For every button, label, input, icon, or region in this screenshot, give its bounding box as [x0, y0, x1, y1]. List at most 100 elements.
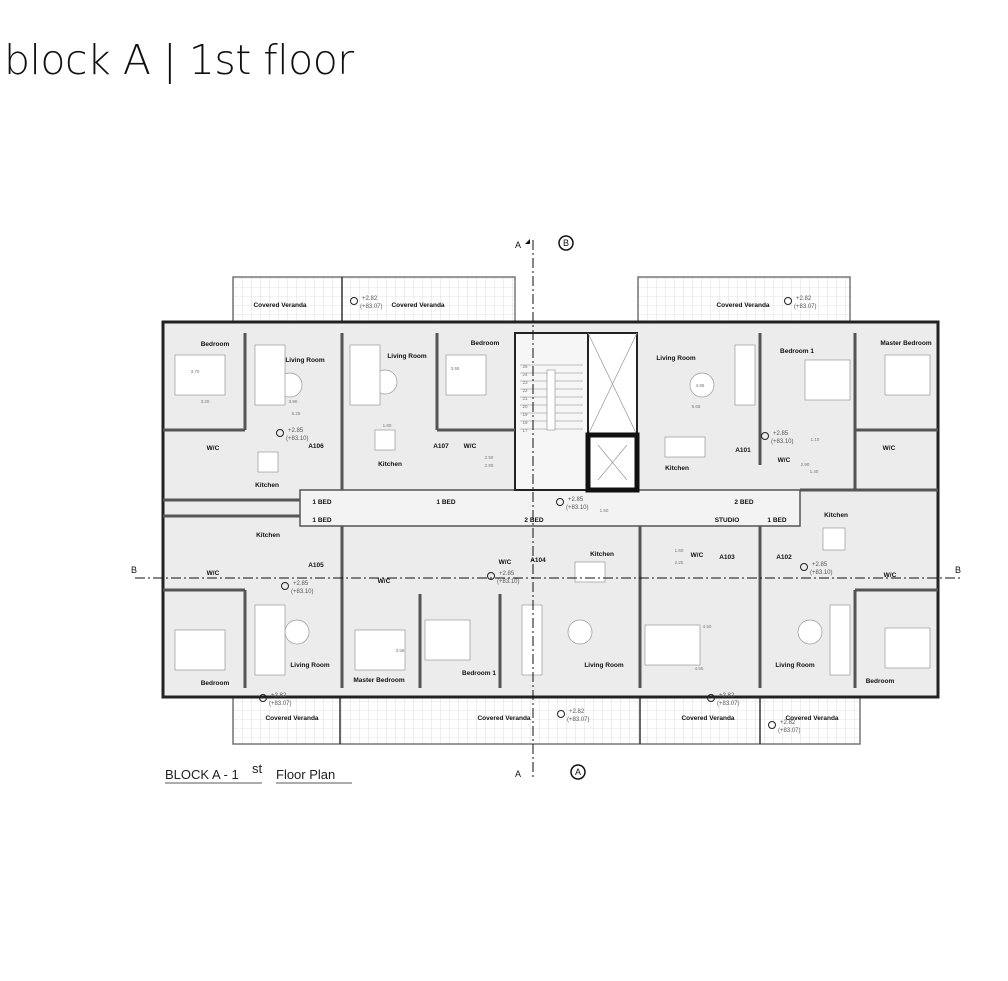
- svg-text:+2.85: +2.85: [288, 428, 304, 434]
- dimension: 4.55: [695, 666, 704, 671]
- dimension: 2.90: [801, 462, 810, 467]
- unit-type-tag: 1 BED: [312, 499, 331, 506]
- dimension: 3.70: [191, 369, 200, 374]
- room-label: Covered Veranda: [265, 715, 318, 722]
- unit-a102: A102: [776, 554, 792, 561]
- level-markers: +2.82 (+83.07) +2.82 (+83.07) +2.85 (+83.10…: [259, 296, 833, 734]
- svg-text:+2.82: +2.82: [780, 720, 796, 726]
- room-label: Living Room: [656, 355, 696, 362]
- room-label: Kitchen: [590, 551, 614, 558]
- unit-labels: A106 A107 A101 A105 A104 A103 A102 1 BED…: [308, 443, 792, 569]
- svg-text:(+83.10): (+83.10): [286, 436, 309, 442]
- svg-text:17: 17: [522, 428, 528, 433]
- room-label: Kitchen: [378, 461, 402, 468]
- dimension: 2.80: [485, 463, 494, 468]
- room-label: Covered Veranda: [716, 302, 769, 309]
- level-marker: +2.85 (+83.10): [276, 428, 309, 442]
- section-lines: [135, 240, 962, 780]
- svg-text:+2.82: +2.82: [271, 693, 287, 699]
- room-label: Master Bedroom: [353, 677, 405, 684]
- section-markers: A B A A B B: [131, 235, 961, 780]
- svg-text:+2.85: +2.85: [812, 562, 828, 568]
- svg-text:(+83.10): (+83.10): [771, 439, 794, 445]
- room-label: Kitchen: [824, 512, 848, 519]
- room-label: Living Room: [285, 357, 325, 364]
- svg-text:(+83.07): (+83.07): [717, 701, 740, 707]
- svg-text:19: 19: [522, 412, 528, 417]
- room-label: W/C: [378, 578, 391, 585]
- level-marker: +2.82 (+83.07): [768, 720, 801, 734]
- unit-type-tag: 2 BED: [734, 499, 753, 506]
- level-marker: +2.82(+83.07): [707, 693, 740, 707]
- dimension: 1.50: [600, 508, 609, 513]
- caption-main: BLOCK A - 1: [165, 767, 239, 782]
- stair-step-numbers: 25 24 23 22 21 20 19 18 17: [522, 364, 528, 433]
- svg-text:(+83.07): (+83.07): [360, 304, 383, 310]
- section-a-bottom-label: A: [515, 769, 521, 779]
- unit-type-tag: 1 BED: [312, 517, 331, 524]
- level-marker: +2.85 (+83.10): [800, 562, 833, 576]
- level-marker: +2.85(+83.10): [556, 497, 589, 511]
- room-label: W/C: [778, 457, 791, 464]
- dimension: 5.65: [692, 404, 701, 409]
- room-label: Covered Veranda: [785, 715, 838, 722]
- unit-type-tag: 2 BED: [524, 517, 543, 524]
- room-label: Bedroom: [201, 341, 230, 348]
- dimension: 2.25: [675, 560, 684, 565]
- grid-bubble-b-label: B: [563, 238, 569, 248]
- svg-text:+2.85: +2.85: [293, 581, 309, 587]
- grid-bubble-a: [570, 764, 586, 780]
- room-label: W/C: [207, 445, 220, 452]
- unit-a103: A103: [719, 554, 735, 561]
- dimension: 1.80: [383, 423, 392, 428]
- section-b-left-label: B: [131, 565, 137, 575]
- level-marker: +2.82(+83.07): [259, 693, 292, 707]
- svg-text:(+83.10): (+83.10): [566, 505, 589, 511]
- level-marker: +2.85 (+83.10): [281, 581, 314, 595]
- room-label: Living Room: [775, 662, 815, 669]
- caption-superscript: st: [252, 761, 263, 776]
- unit-a101: A101: [735, 447, 751, 454]
- dimension: 4.50: [703, 624, 712, 629]
- dimensions: 3.70 3.20 3.90 6.25 3.55 2.50 2.80 1.80 …: [191, 366, 820, 671]
- level-marker: +2.85(+83.10): [487, 571, 520, 585]
- svg-text:(+83.07): (+83.07): [778, 728, 801, 734]
- room-label: W/C: [499, 559, 512, 566]
- room-labels: Covered Veranda Covered Veranda Covered …: [201, 302, 932, 722]
- svg-text:+2.85: +2.85: [773, 431, 789, 437]
- svg-text:+2.82: +2.82: [796, 296, 812, 302]
- svg-text:(+83.07): (+83.07): [567, 717, 590, 723]
- unit-a106: A106: [308, 443, 324, 450]
- dimension: 1.10: [811, 437, 820, 442]
- dimension: 1.60: [675, 548, 684, 553]
- room-label: Living Room: [387, 353, 427, 360]
- svg-text:23: 23: [522, 380, 528, 385]
- dimension: 1.40: [810, 469, 819, 474]
- svg-text:18: 18: [522, 420, 528, 425]
- svg-text:(+83.10): (+83.10): [810, 570, 833, 576]
- unit-a105: A105: [308, 562, 324, 569]
- room-label: Master Bedroom: [880, 340, 932, 347]
- room-label: W/C: [691, 552, 704, 559]
- drawing-caption: BLOCK A - 1 st Floor Plan: [165, 761, 352, 784]
- svg-text:21: 21: [522, 396, 528, 401]
- building: [161, 320, 940, 699]
- section-b-right-label: B: [955, 565, 961, 575]
- svg-text:(+83.10): (+83.10): [497, 579, 520, 585]
- room-label: Bedroom: [471, 340, 500, 347]
- grid-bubble-a-label: A: [575, 767, 581, 777]
- svg-text:(+83.10): (+83.10): [291, 589, 314, 595]
- svg-text:22: 22: [522, 388, 528, 393]
- level-marker: +2.82(+83.07): [557, 709, 590, 723]
- dimension: 3.20: [201, 399, 210, 404]
- room-label: Kitchen: [256, 532, 280, 539]
- unit-type-tag: 1 BED: [436, 499, 455, 506]
- unit-type-tag: 1 BED: [767, 517, 786, 524]
- grid-bubble-b: [558, 235, 574, 251]
- room-label: W/C: [883, 445, 896, 452]
- room-label: W/C: [207, 570, 220, 577]
- room-label: Covered Veranda: [391, 302, 444, 309]
- level-marker: +2.82(+83.07): [350, 296, 383, 310]
- room-label: W/C: [464, 443, 477, 450]
